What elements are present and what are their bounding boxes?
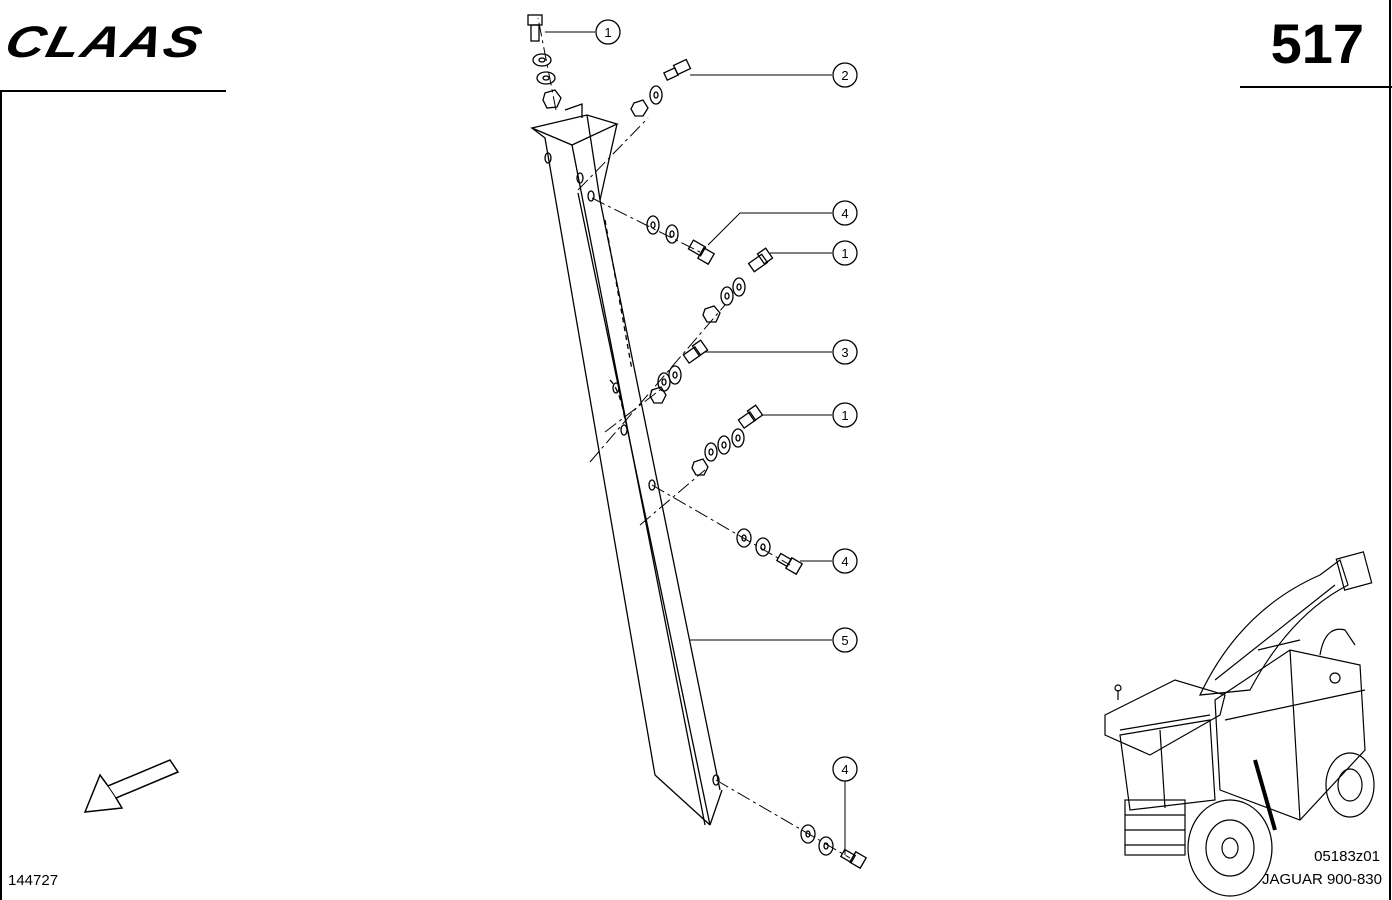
figure-code: 05183z01 bbox=[1314, 848, 1380, 865]
callout-label: 4 bbox=[841, 554, 848, 569]
callout-label: 2 bbox=[841, 68, 848, 83]
callout-label: 1 bbox=[841, 246, 848, 261]
callout-label: 4 bbox=[841, 206, 848, 221]
model-designation: JAGUAR 900-830 bbox=[1261, 871, 1382, 888]
assembly-axes bbox=[537, 17, 851, 859]
drawing-number: 144727 bbox=[8, 872, 59, 889]
callout-label: 4 bbox=[841, 762, 848, 777]
callout-label: 3 bbox=[841, 345, 848, 360]
callout-circles bbox=[595, 19, 858, 782]
forage-harvester-icon bbox=[1104, 551, 1375, 897]
page-number: 517 bbox=[1270, 12, 1364, 75]
callout-label: 1 bbox=[841, 408, 848, 423]
left-border bbox=[0, 90, 2, 900]
brand-underline bbox=[0, 90, 226, 92]
rail-assembly bbox=[529, 103, 723, 826]
leader-lines bbox=[545, 31, 846, 855]
direction-arrow-icon bbox=[83, 759, 180, 813]
page-number-underline bbox=[1240, 86, 1392, 88]
callout-labels: 1 2 4 1 3 1 4 5 4 bbox=[604, 25, 848, 777]
callout-label: 1 bbox=[604, 25, 611, 40]
fasteners bbox=[527, 14, 868, 870]
right-border bbox=[1389, 0, 1391, 900]
callout-label: 5 bbox=[841, 633, 848, 648]
